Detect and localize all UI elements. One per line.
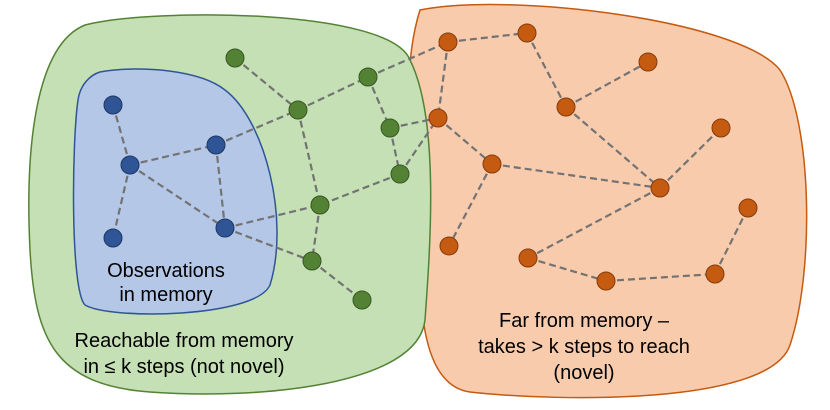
memory-node xyxy=(206,135,226,155)
far-node xyxy=(650,178,670,198)
memory-label: Observations in memory xyxy=(107,260,225,306)
graph-edge xyxy=(224,226,313,263)
far-node xyxy=(638,52,658,72)
graph-edge xyxy=(448,163,493,247)
reachable-node xyxy=(390,164,410,184)
graph-nodes xyxy=(103,23,758,310)
graph-edge xyxy=(296,109,322,206)
graph-edge xyxy=(659,127,722,189)
far-node xyxy=(596,271,616,291)
far-node xyxy=(705,264,725,284)
far-label: Far from memory – takes > k steps to rea… xyxy=(478,310,690,384)
reachable-node xyxy=(225,48,245,68)
reachable-label-line2: in ≤ k steps (not novel) xyxy=(83,356,284,378)
far-label-line2: takes > k steps to reach xyxy=(478,336,690,358)
graph-edge xyxy=(319,172,401,207)
far-label-line1: Far from memory – xyxy=(499,310,670,332)
graph-edge xyxy=(399,117,439,175)
memory-node xyxy=(215,218,235,238)
graph-edges xyxy=(111,31,749,301)
graph-edge xyxy=(714,207,749,275)
far-node xyxy=(439,236,459,256)
graph-edge xyxy=(389,116,439,130)
reachable-node xyxy=(288,100,308,120)
far-node xyxy=(428,108,448,128)
far-node xyxy=(711,118,731,138)
reachable-label: Reachable from memory in ≤ k steps (not … xyxy=(75,330,294,378)
graph-edge xyxy=(224,203,321,230)
graph-edge xyxy=(129,143,217,167)
graph-edge xyxy=(605,272,716,283)
graph-edge xyxy=(437,117,493,165)
memory-label-line1: Observations xyxy=(107,260,225,282)
graph-edge xyxy=(565,61,649,108)
far-label-line3: (novel) xyxy=(553,362,614,384)
graph-edge xyxy=(297,76,369,111)
graph-edge xyxy=(565,106,661,189)
memory-node xyxy=(103,95,123,115)
graph-edge xyxy=(447,31,528,44)
memory-region xyxy=(72,68,278,315)
far-node xyxy=(556,97,576,117)
graph-edge xyxy=(491,162,661,190)
graph-edge xyxy=(111,164,132,239)
far-node xyxy=(438,32,458,52)
graph-edge xyxy=(527,256,607,283)
memory-label-line2: in memory xyxy=(119,284,212,306)
graph-edge xyxy=(214,144,227,229)
far-node xyxy=(738,198,758,218)
memory-node xyxy=(103,228,123,248)
reachable-node xyxy=(302,251,322,271)
far-node xyxy=(518,248,538,268)
reachable-node xyxy=(380,118,400,138)
memory-node xyxy=(120,155,140,175)
graph-edge xyxy=(129,164,226,229)
reachable-label-line1: Reachable from memory xyxy=(75,330,294,352)
graph-edge xyxy=(234,57,299,111)
far-node xyxy=(482,154,502,174)
reachable-node xyxy=(352,290,372,310)
graph-edge xyxy=(367,40,449,79)
graph-edge xyxy=(436,41,450,119)
graph-edge xyxy=(215,108,299,147)
far-node xyxy=(517,23,537,43)
graph-edge xyxy=(526,32,567,108)
reachable-node xyxy=(310,195,330,215)
graph-edge xyxy=(527,187,661,259)
reachable-node xyxy=(358,67,378,87)
